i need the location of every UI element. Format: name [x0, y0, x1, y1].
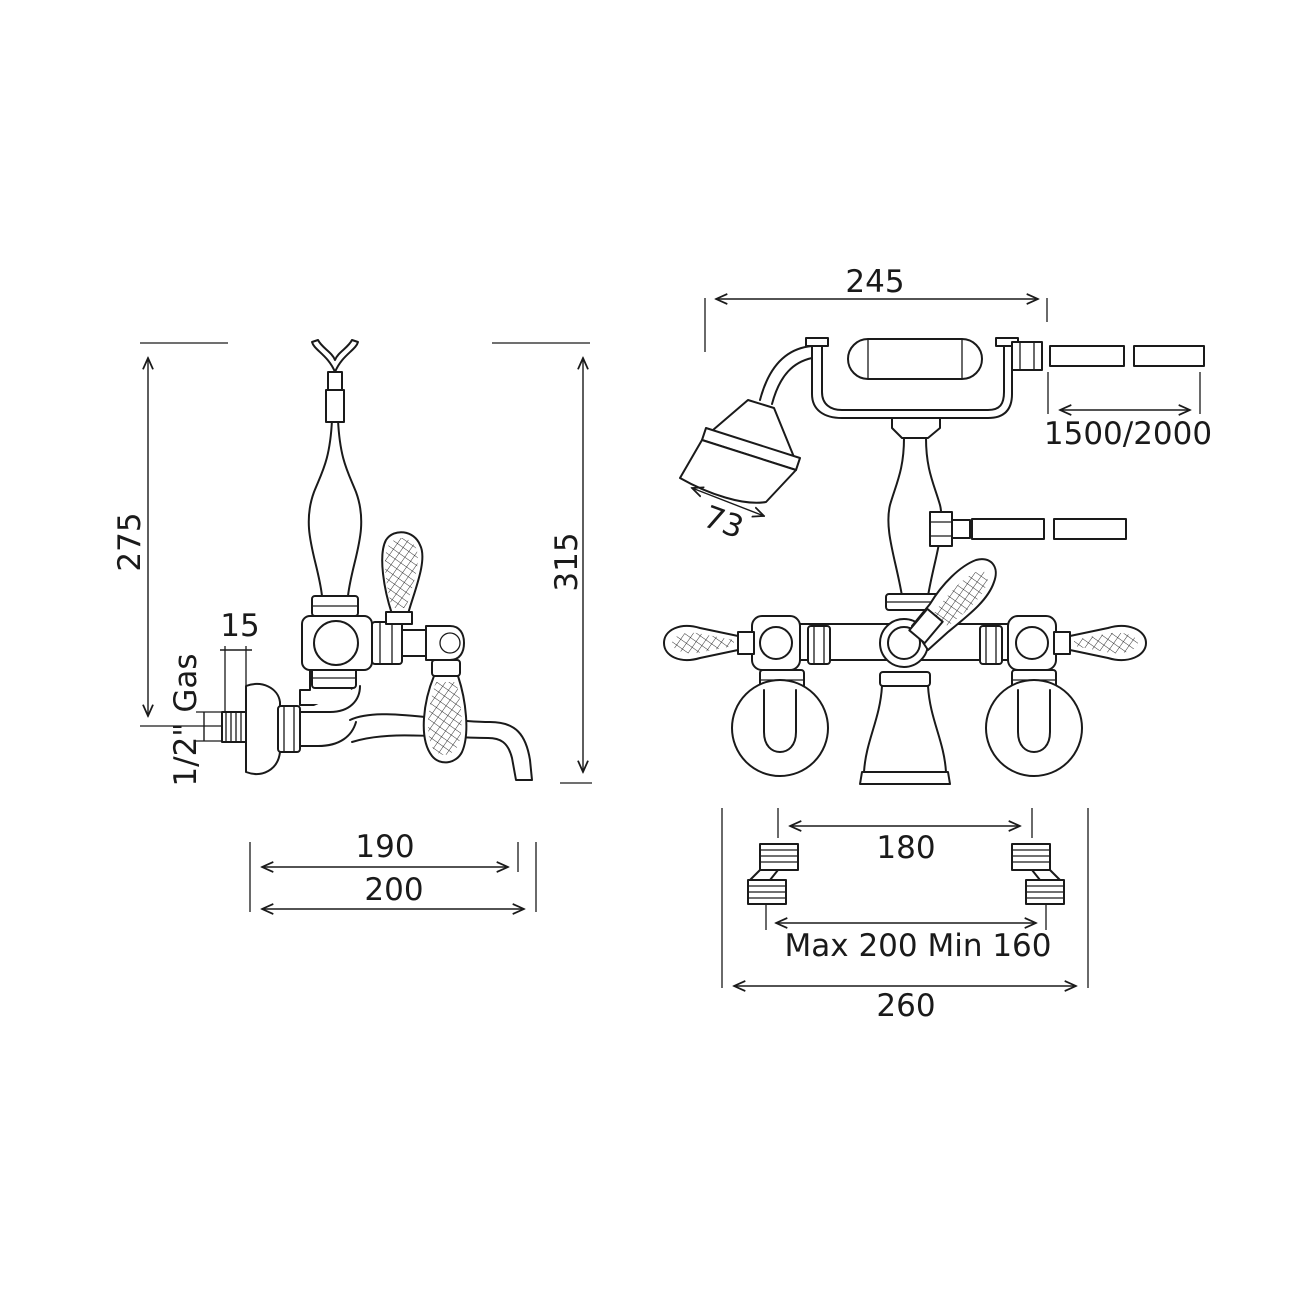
- dim-label-180: 180: [876, 830, 935, 866]
- dim-label-hose: 1500/2000: [1044, 416, 1212, 452]
- thread-label: 1/2" Gas: [168, 653, 204, 786]
- dim-label-15: 15: [220, 608, 259, 644]
- front-view: 245 1500/2000 73: [663, 264, 1212, 1024]
- side-view: 275 315 15 1/2" Gas: [112, 339, 592, 912]
- dim-label-275: 275: [112, 512, 148, 571]
- dim-label-190: 190: [355, 829, 414, 865]
- dim-label-200: 200: [364, 872, 423, 908]
- dim-label-range: Max 200 Min 160: [785, 928, 1052, 964]
- dim-label-315: 315: [549, 532, 585, 591]
- dim-label-260: 260: [876, 988, 935, 1024]
- dim-label-245: 245: [845, 264, 904, 300]
- dim-label-73: 73: [699, 499, 748, 546]
